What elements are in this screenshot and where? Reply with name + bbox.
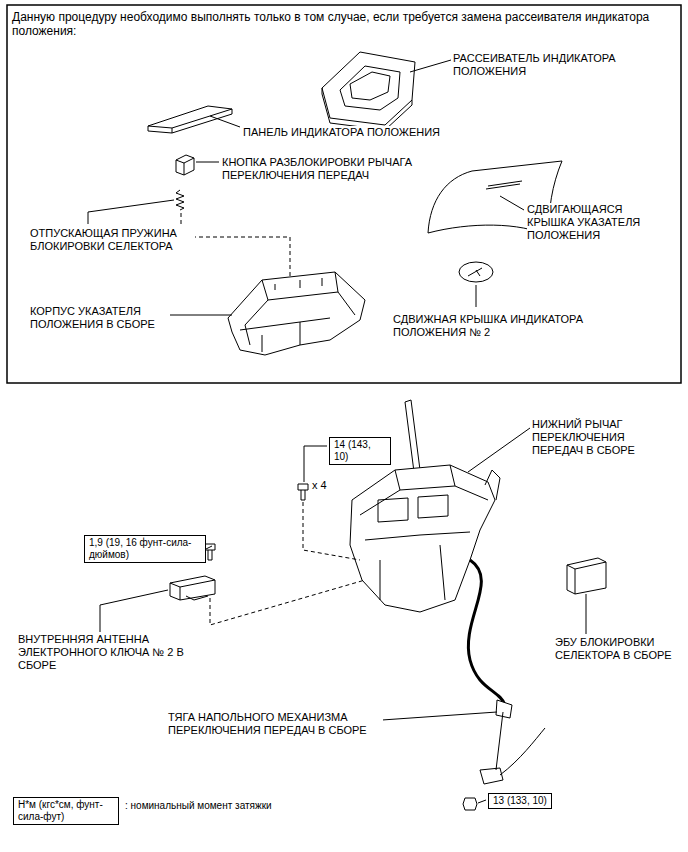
procedure-note: Данную процедуру необходимо выполнять то… bbox=[12, 10, 667, 38]
antenna-bolt bbox=[205, 544, 215, 560]
part-label: НИЖНИЙ РЫЧАГ ПЕРЕКЛЮЧЕНИЯ ПЕРЕДАЧ В СБОР… bbox=[532, 418, 652, 457]
part-label: ТЯГА НАПОЛЬНОГО МЕХАНИЗМА ПЕРЕКЛЮЧЕНИЯ П… bbox=[168, 711, 383, 737]
leader-line bbox=[100, 590, 168, 632]
part-label: СДВИЖНАЯ КРЫШКА ИНДИКАТОРА ПОЛОЖЕНИЯ № 2 bbox=[393, 313, 588, 339]
ecu bbox=[567, 558, 606, 594]
leader-line bbox=[476, 285, 477, 307]
torque-box: 1,9 (19, 16 фунт-сила-дюймов) bbox=[84, 535, 206, 563]
torque-legend-box: Н*м (кгс*см, фунт-сила-фут) bbox=[13, 797, 119, 825]
part-label: ПАНЕЛЬ ИНДИКАТОРА ПОЛОЖЕНИЯ bbox=[243, 126, 440, 139]
release-button bbox=[176, 155, 194, 175]
torque-value: 1,9 (19, 16 фунт-сила-дюймов) bbox=[84, 535, 206, 563]
leader-line bbox=[468, 428, 530, 472]
leader-line bbox=[382, 712, 497, 720]
torque-box: 14 (143, 10) bbox=[329, 437, 391, 465]
assembly-line bbox=[210, 580, 365, 625]
torque-value: 14 (143, 10) bbox=[329, 437, 391, 465]
leader-line bbox=[88, 200, 174, 224]
torque-value-text: 13 (133, 10) bbox=[493, 795, 547, 807]
torque-value-text: 1,9 (19, 16 фунт-сила-дюймов) bbox=[89, 537, 201, 561]
frame-outline bbox=[7, 5, 681, 383]
indicator-lens bbox=[322, 52, 415, 130]
torque-box: 13 (133, 10) bbox=[488, 790, 552, 809]
frame-panel: Данную процедуру необходимо выполнять то… bbox=[7, 5, 681, 383]
assembly-line bbox=[303, 502, 360, 560]
part-label: ОТПУСКАЮЩАЯ ПРУЖИНА БЛОКИРОВКИ СЕЛЕКТОРА bbox=[30, 227, 195, 253]
indicator-housing bbox=[228, 272, 365, 355]
legend-description: : номинальный момент затяжки bbox=[125, 800, 272, 812]
nut bbox=[463, 798, 477, 810]
spring bbox=[176, 190, 184, 210]
leader-line bbox=[478, 800, 486, 803]
assembly-line bbox=[181, 213, 290, 276]
bolt-x4 bbox=[298, 484, 308, 500]
part-label: ВНУТРЕННЯЯ АНТЕННА ЭЛЕКТРОННОГО КЛЮЧА № … bbox=[18, 633, 203, 672]
torque-value: 13 (133, 10) bbox=[488, 793, 552, 809]
leader-line bbox=[210, 116, 240, 127]
part-label: ЭБУ БЛОКИРОВКИ СЕЛЕКТОРА В СБОРЕ bbox=[555, 636, 683, 662]
leader-line bbox=[586, 594, 587, 634]
part-label: КНОПКА РАЗБЛОКИРОВКИ РЫЧАГА ПЕРЕКЛЮЧЕНИЯ… bbox=[222, 156, 432, 182]
unit-text: Н*м (кгс*см, фунт-сила-фут) bbox=[18, 799, 114, 823]
slide-cover-2 bbox=[459, 262, 493, 282]
quantity-label: x 4 bbox=[312, 479, 327, 492]
part-label: СДВИГАЮЩАЯСЯ КРЫШКА УКАЗАТЕЛЯ ПОЛОЖЕНИЯ bbox=[527, 203, 662, 242]
antenna bbox=[170, 576, 215, 600]
torque-legend: Н*м (кгс*см, фунт-сила-фут) : номинальный… bbox=[13, 797, 272, 825]
leader-line bbox=[170, 315, 232, 316]
part-label: КОРПУС УКАЗАТЕЛЯ ПОЛОЖЕНИЯ В СБОРЕ bbox=[30, 305, 170, 331]
leader-line bbox=[410, 60, 451, 72]
torque-value-text: 14 (143, 10) bbox=[334, 439, 386, 463]
part-label: РАССЕИВАТЕЛЬ ИНДИКАТОРА ПОЛОЖЕНИЯ bbox=[453, 52, 633, 78]
leader-line bbox=[500, 196, 524, 210]
leader-line bbox=[196, 162, 219, 163]
leader-line bbox=[304, 446, 327, 482]
